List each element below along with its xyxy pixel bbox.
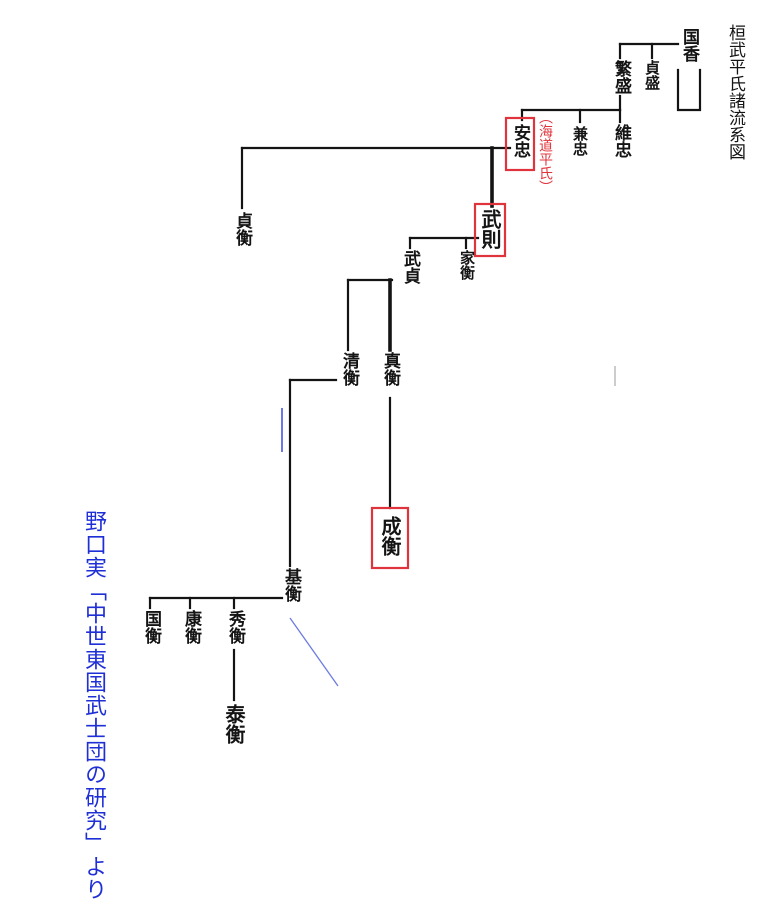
node-takenori: 武則 (478, 209, 502, 249)
node-kunika: 国香 (679, 28, 699, 62)
node-sadamori: 貞盛 (643, 60, 661, 90)
node-korenobu: 維忠 (611, 124, 631, 158)
diagram-title: 桓武平氏諸流系図 (725, 24, 745, 160)
highlight-box-takenori (473, 202, 507, 258)
highlight-box-narihira (370, 506, 410, 570)
node-narihira: 成衡 (378, 516, 402, 556)
genealogy-lines (148, 42, 702, 702)
annotation-kaido-heishi: （海道平氏） (537, 110, 553, 194)
node-shigemori: 繁盛 (611, 60, 631, 94)
node-takesada: 武貞 (400, 250, 420, 284)
highlight-box-yasutada (504, 116, 536, 172)
citation-source: 野口実「中世東国武士団の研究」より (81, 510, 106, 901)
stray-mark-blue-2 (289, 617, 339, 687)
node-kanetada: 兼忠 (571, 126, 589, 156)
node-hidehira: 秀衡 (225, 610, 245, 644)
node-yasutada: 安忠 (510, 124, 530, 158)
node-kiyohira: 清衡 (339, 352, 359, 386)
node-kunihira: 国衡 (141, 610, 161, 644)
node-iehira: 家衡 (458, 250, 476, 280)
node-sadahira: 貞衡 (232, 212, 252, 246)
node-motohira: 基衡 (281, 568, 301, 602)
node-sanehira: 真衡 (380, 352, 400, 386)
node-yasuhira: 泰衡 (222, 704, 246, 744)
node-yasuhira-k: 康衡 (181, 610, 201, 644)
line-kunika (676, 68, 702, 112)
